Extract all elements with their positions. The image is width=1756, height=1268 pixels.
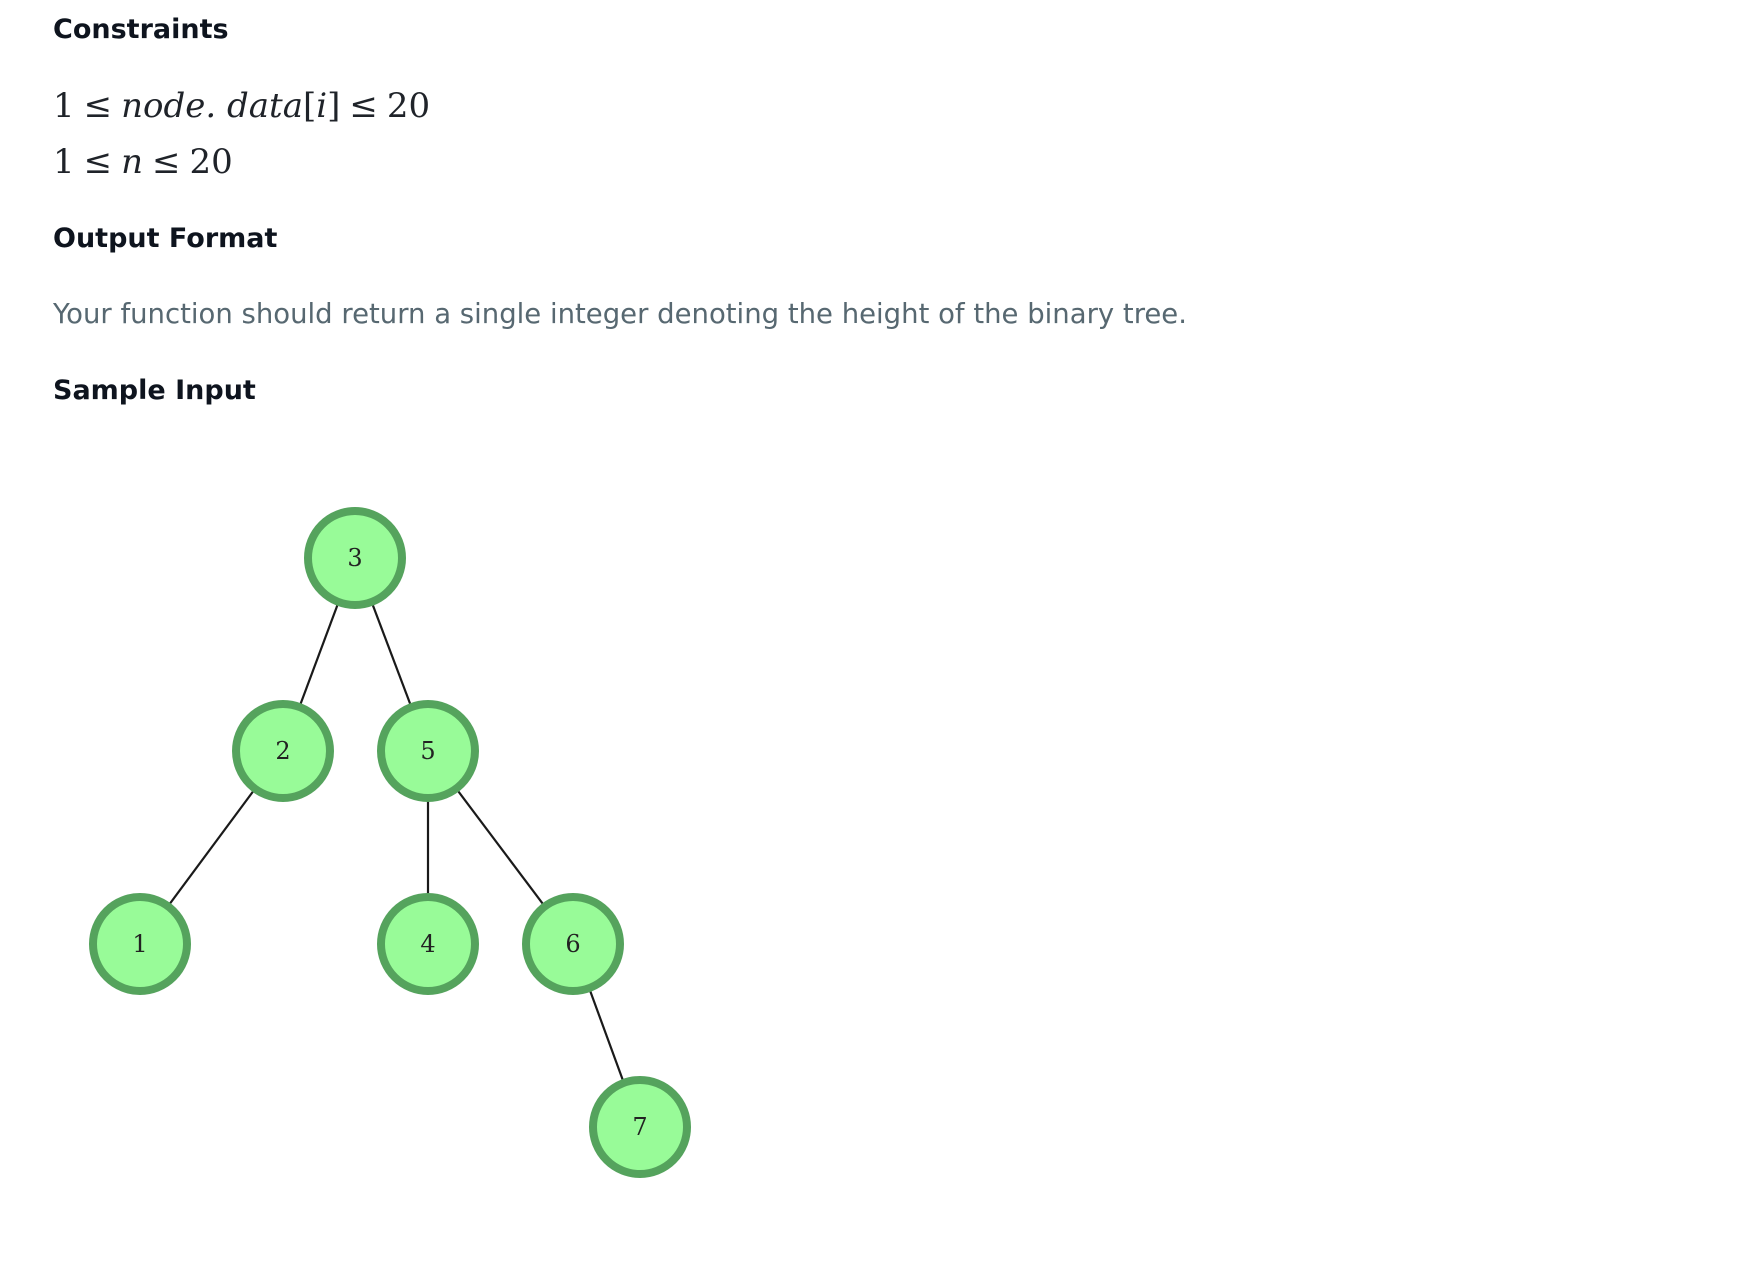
constraint-node-data: 1≤node. data[i]≤20	[53, 84, 430, 128]
tree-node-circle	[589, 1076, 691, 1178]
tree-node-circle	[377, 893, 479, 995]
tree-node-circle	[232, 700, 334, 802]
tree-node-2: 2	[232, 700, 334, 802]
tree-node-5: 5	[377, 700, 479, 802]
tree-node-circle	[304, 507, 406, 609]
tree-node-label: 6	[565, 930, 580, 958]
constraint-bracket: [	[302, 86, 317, 126]
tree-node-label: 1	[132, 930, 147, 958]
constraint-op: ≤	[83, 86, 113, 126]
constraint-rhs: 20	[386, 86, 431, 126]
tree-node-label: 3	[347, 544, 362, 572]
tree-node-label: 2	[275, 737, 290, 765]
constraint-var: n	[121, 142, 144, 182]
tree-node-6: 6	[522, 893, 624, 995]
constraints-heading: Constraints	[53, 14, 229, 45]
tree-node-1: 1	[89, 893, 191, 995]
constraint-expr: node. data	[121, 86, 303, 126]
constraint-bracket: ]	[327, 86, 341, 126]
sample-input-heading: Sample Input	[53, 375, 256, 406]
tree-node-label: 4	[420, 930, 435, 958]
constraint-op: ≤	[152, 142, 181, 182]
tree-node-circle	[89, 893, 191, 995]
tree-node-7: 7	[589, 1076, 691, 1178]
constraint-op: ≤	[349, 86, 378, 126]
constraint-lhs: 1	[53, 86, 75, 126]
output-format-heading: Output Format	[53, 223, 278, 254]
constraint-lhs: 1	[53, 142, 75, 182]
constraint-index: i	[316, 86, 328, 126]
constraint-op: ≤	[83, 142, 113, 182]
tree-node-4: 4	[377, 893, 479, 995]
constraint-n: 1≤n≤20	[53, 140, 233, 184]
constraint-rhs: 20	[189, 142, 233, 182]
tree-node-label: 7	[632, 1113, 647, 1141]
tree-node-circle	[522, 893, 624, 995]
tree-node-3: 3	[304, 507, 406, 609]
tree-node-label: 5	[420, 737, 435, 765]
output-format-text: Your function should return a single int…	[53, 298, 1187, 330]
tree-node-circle	[377, 700, 479, 802]
